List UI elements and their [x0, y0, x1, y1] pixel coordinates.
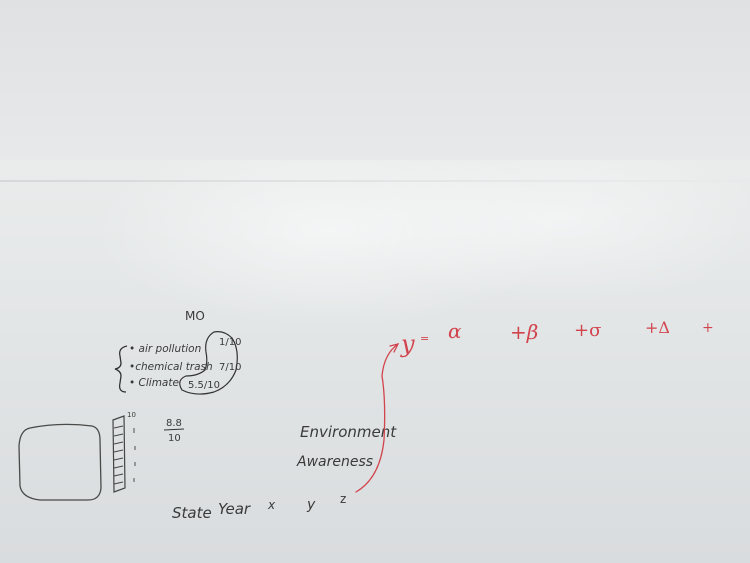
whiteboard-top-edge — [0, 180, 750, 182]
fraction-bar — [163, 428, 185, 431]
red-arrow-icon — [355, 343, 400, 493]
fraction: 8.8 10 — [163, 418, 185, 444]
concept-line-2: Awareness — [296, 454, 373, 470]
heading-text: MO — [185, 309, 205, 323]
variable-year: Year — [218, 500, 251, 518]
concept-line-1: Environment — [300, 423, 397, 441]
variable-y: y — [306, 497, 316, 513]
scale-meter: 10 — [112, 411, 136, 493]
variable-z: z — [340, 492, 346, 506]
variable-row: State Year x y z — [172, 492, 346, 522]
equation-delta: +Δ — [645, 318, 670, 337]
square-drawing-icon — [18, 423, 102, 501]
fraction-numerator: 8.8 — [166, 418, 182, 429]
variable-x: x — [267, 498, 276, 512]
fraction-denominator: 10 — [168, 433, 181, 444]
scale-tube-icon — [112, 415, 126, 493]
score-loop-icon — [179, 331, 238, 395]
score-air-pollution: 1/10 — [219, 337, 241, 348]
item-list: • air pollution •chemical trash • Climat… — [129, 343, 213, 389]
equation-alpha: α — [448, 319, 462, 343]
score-chemical-trash: 7/10 — [219, 362, 241, 373]
equation-beta: +β — [510, 320, 538, 344]
red-equation: y = α +β +σ +Δ + — [400, 318, 714, 358]
curly-brace-icon — [114, 345, 128, 393]
equation-sigma: +σ — [574, 320, 601, 341]
scale-top-label: 10 — [127, 411, 136, 419]
score-climate: 5.5/10 — [188, 380, 220, 391]
wall-background — [0, 0, 750, 185]
item-label-chemical-trash: •chemical trash — [129, 361, 213, 373]
scale-ticks-icon — [113, 425, 124, 485]
scale-dash-marks-icon — [133, 428, 136, 482]
equation-equals: = — [420, 332, 429, 345]
equation-y: y — [400, 330, 415, 358]
score-group: 1/10 7/10 5.5/10 — [179, 331, 241, 395]
item-label-climate: • Climate — [129, 377, 179, 389]
variable-state: State — [172, 504, 212, 522]
equation-plus-trailing: + — [702, 320, 714, 336]
item-label-air-pollution: • air pollution — [129, 343, 201, 355]
whiteboard-surface — [0, 160, 750, 563]
